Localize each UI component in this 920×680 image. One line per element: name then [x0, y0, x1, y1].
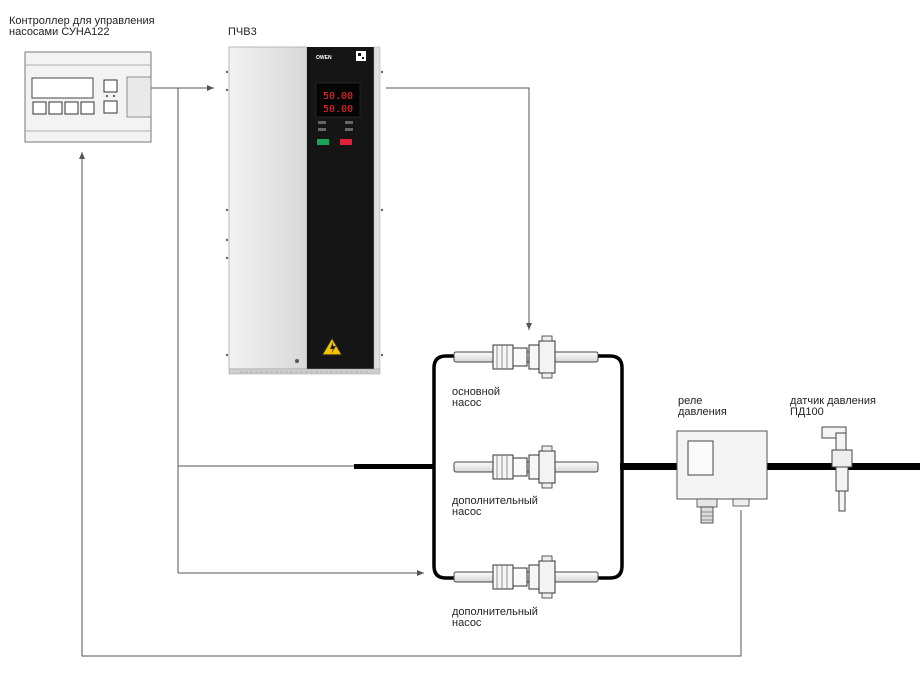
controller-led: [113, 95, 115, 97]
pump-valve-body: [538, 450, 556, 484]
pump-motor: [512, 347, 528, 367]
pump-coupling: [492, 454, 514, 480]
controller-button: [48, 101, 63, 115]
inverter-label: ПЧВ3: [228, 26, 257, 38]
pipe-inlet: [354, 464, 434, 469]
pump-aux-1-unit: [453, 445, 599, 489]
pump-aux-2-unit: [453, 555, 599, 599]
pressure-sensor-device: [821, 426, 853, 512]
inverter-body: [228, 46, 308, 370]
pump-valve-cap: [541, 372, 553, 379]
pressure-relay-device: [676, 430, 768, 524]
controller-device: [24, 51, 152, 143]
pump-valve-cap: [541, 482, 553, 489]
pump-main-label-line2: насос: [452, 397, 482, 409]
pump-valve-cap: [541, 335, 553, 342]
pump-flange: [528, 454, 540, 480]
inverter-key: [318, 128, 326, 131]
pump-coupling: [492, 564, 514, 590]
inverter-display-bottom: 50.00: [323, 104, 353, 115]
inverter-screw: [295, 359, 299, 363]
pump-valve-cap: [541, 592, 553, 599]
inverter-base: [228, 368, 381, 375]
controller-button: [64, 101, 79, 115]
pump-flange: [528, 344, 540, 370]
pressure-relay-thread: [700, 506, 714, 524]
pump-valve-cap: [541, 555, 553, 562]
controller-label-line1: Контроллер для управления: [9, 15, 155, 27]
inverter-display: [315, 82, 361, 118]
pump-main-unit: [453, 335, 599, 379]
inverter-side: [373, 46, 381, 370]
pressure-sensor-hex: [831, 449, 853, 468]
inverter-key: [345, 121, 353, 124]
line-relay-feedback: [79, 152, 742, 657]
pump-bypass-loop: [432, 354, 624, 580]
controller-right-module: [126, 76, 152, 118]
pressure-relay-label-line2: давления: [678, 406, 727, 418]
controller-led: [106, 95, 108, 97]
pressure-sensor-tip: [838, 490, 846, 512]
pump-main-label-line1: основной: [452, 386, 500, 398]
controller-label-line2: насосами СУНА122: [9, 26, 110, 38]
pressure-relay-cable-gland: [732, 498, 750, 507]
controller-lcd-screen: [31, 77, 94, 99]
controller-button: [103, 79, 118, 93]
pressure-sensor-label-line2: ПД100: [790, 406, 824, 418]
controller-button: [32, 101, 47, 115]
inverter-key: [345, 128, 353, 131]
inverter-device: OWEN 50.00 50.00: [225, 46, 384, 375]
pumps-layer: [453, 335, 599, 599]
pump-motor: [512, 457, 528, 477]
inverter-display-top: 50.00: [323, 91, 353, 102]
line-inverter-to-main-pump: [386, 87, 532, 330]
inverter-key: [318, 121, 326, 124]
inverter-start-button: [317, 139, 329, 145]
pump-motor: [512, 567, 528, 587]
pump-aux2-label-line1: дополнительный: [452, 606, 538, 618]
signal-lines: [79, 85, 742, 657]
pump-flange: [528, 564, 540, 590]
pump-valve-body: [538, 560, 556, 594]
pump-valve-cap: [541, 445, 553, 452]
pressure-sensor-label-line1: датчик давления: [790, 395, 876, 407]
pump-valve-body: [538, 340, 556, 374]
pump-coupling: [492, 344, 514, 370]
pressure-relay-label-line1: реле: [678, 395, 703, 407]
controller-button: [80, 101, 95, 115]
pump-aux1-label-line1: дополнительный: [452, 495, 538, 507]
pump-aux2-label-line2: насос: [452, 617, 482, 629]
pressure-relay-fitting: [696, 498, 718, 508]
inverter-brand-logo: OWEN: [316, 55, 332, 61]
pump-aux1-label-line2: насос: [452, 506, 482, 518]
pressure-relay-window: [687, 440, 714, 476]
pressure-sensor-stem: [835, 466, 849, 492]
main-pipeline: [354, 354, 920, 580]
controller-button: [103, 100, 118, 114]
inverter-stop-button: [340, 139, 352, 145]
pipe-outlet: [620, 463, 920, 470]
